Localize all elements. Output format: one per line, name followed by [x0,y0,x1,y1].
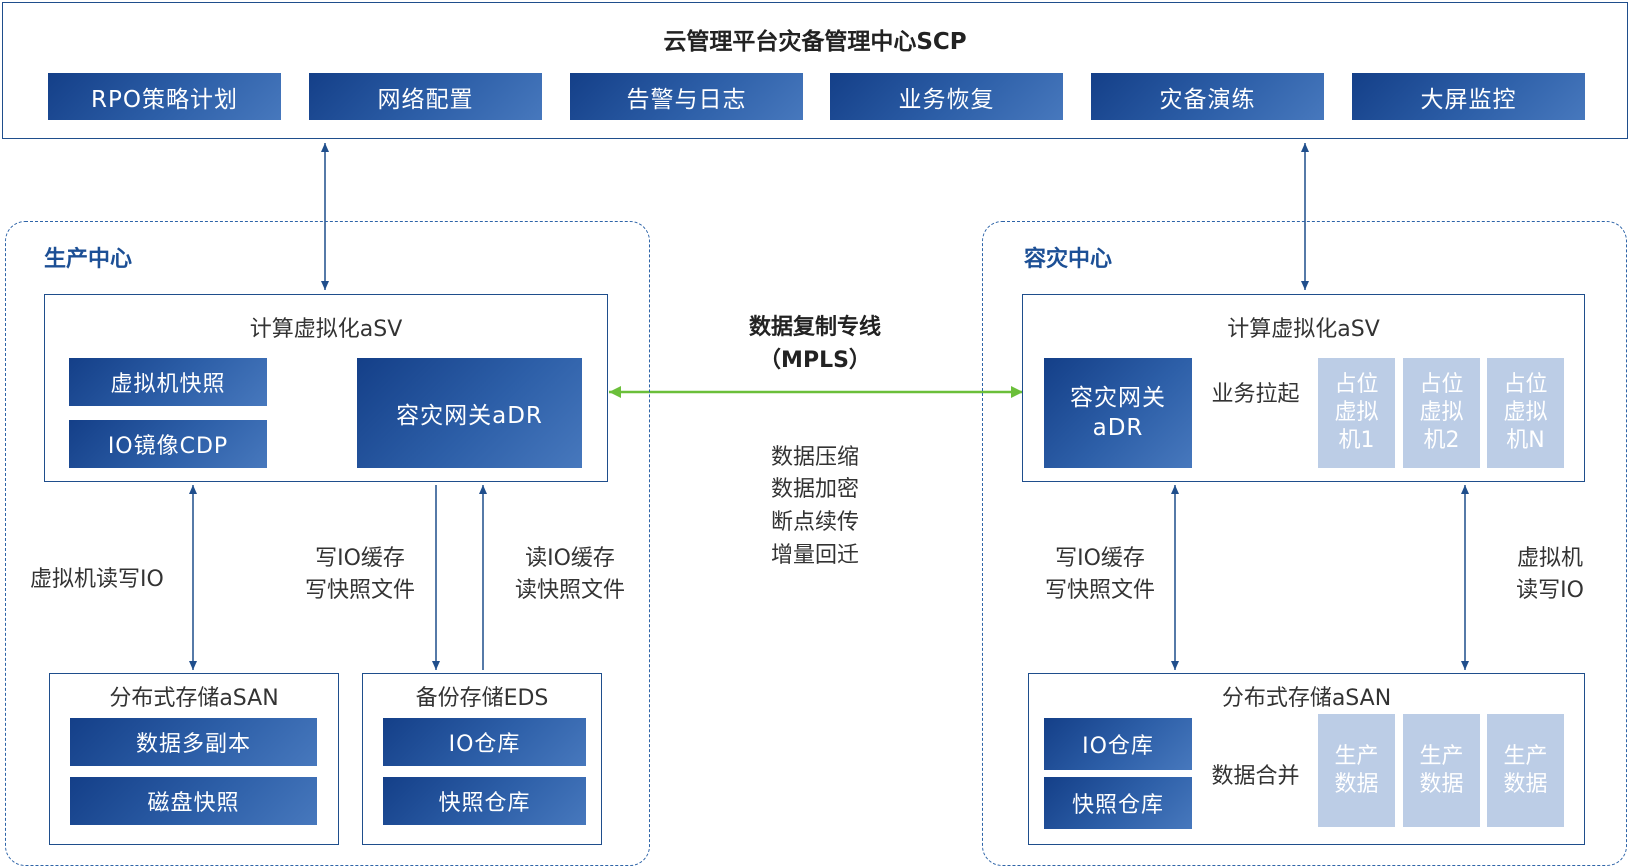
prod-adr-gateway-block: 容灾网关aDR [357,358,582,468]
production-data-1: 生产 数据 [1318,714,1395,827]
business-recovery-button[interactable]: 业务恢复 [830,73,1063,120]
placeholder-vm-2: 占位 虚拟 机2 [1403,358,1480,468]
dr-snapshot-repo-block: 快照仓库 [1044,777,1192,829]
data-replicas-block: 数据多副本 [70,718,317,766]
disk-snapshot-block: 磁盘快照 [70,777,317,825]
rpo-plan-button[interactable]: RPO策略计划 [48,73,281,120]
prod-read-label: 读IO缓存 读快照文件 [514,546,625,603]
scp-title: 云管理平台灾备管理中心SCP [663,29,967,55]
dr-center-area [982,221,1627,866]
alarm-log-button[interactable]: 告警与日志 [570,73,803,120]
placeholder-vm-1: 占位 虚拟 机1 [1318,358,1395,468]
prod-snapshot-repo-block: 快照仓库 [383,777,586,825]
vm-snapshot-block: 虚拟机快照 [69,358,267,406]
io-mirror-cdp-block: IO镜像CDP [69,420,267,468]
prod-io-repo-block: IO仓库 [383,718,586,766]
dr-vm-io-label: 虚拟机 读写IO [1516,546,1584,603]
feature-resume: 断点续传 [770,510,859,535]
mpls-title: 数据复制专线 （MPLS） [748,315,881,373]
feature-incremental-return: 增量回迁 [770,543,859,568]
dr-drill-button[interactable]: 灾备演练 [1091,73,1324,120]
prod-asan-title: 分布式存储aSAN [109,686,279,711]
prod-asv-title: 计算虚拟化aSV [249,317,403,342]
business-pull-label: 业务拉起 [1211,382,1300,407]
big-screen-monitor-button[interactable]: 大屏监控 [1352,73,1585,120]
data-merge-label: 数据合并 [1211,764,1300,789]
dr-adr-gateway-block: 容灾网关 aDR [1044,358,1192,468]
network-config-button[interactable]: 网络配置 [309,73,542,120]
dr-io-repo-block: IO仓库 [1044,718,1192,770]
production-center-area [5,221,650,866]
feature-encryption: 数据加密 [770,477,859,502]
dr-write-label: 写IO缓存 写快照文件 [1044,546,1155,603]
dr-asan-title: 分布式存储aSAN [1221,686,1392,711]
placeholder-vm-n: 占位 虚拟 机N [1487,358,1564,468]
production-center-title: 生产中心 [44,247,133,272]
feature-compression: 数据压缩 [770,445,859,470]
prod-vm-io-label: 虚拟机读写IO [30,567,164,592]
prod-eds-title: 备份存储EDS [415,686,549,711]
production-data-2: 生产 数据 [1403,714,1480,827]
prod-write-label: 写IO缓存 写快照文件 [304,546,415,603]
production-data-3: 生产 数据 [1487,714,1564,827]
dr-center-title: 容灾中心 [1024,247,1113,272]
dr-asv-title: 计算虚拟化aSV [1227,317,1380,342]
